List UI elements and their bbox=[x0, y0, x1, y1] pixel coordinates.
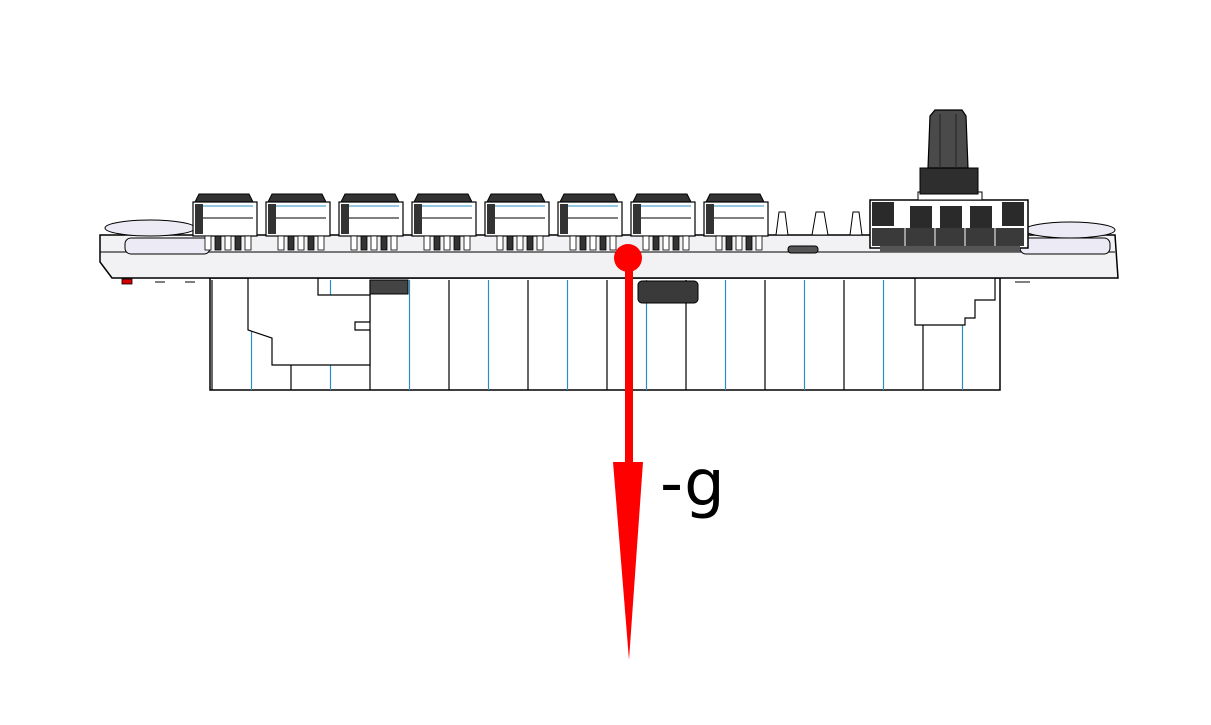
left-dark-block bbox=[369, 279, 409, 295]
stud-1 bbox=[775, 211, 789, 236]
status-led bbox=[121, 278, 133, 285]
center-of-mass-dot bbox=[614, 244, 642, 272]
rotary-knob bbox=[917, 109, 983, 201]
key-switch bbox=[484, 193, 550, 251]
stud-3 bbox=[849, 211, 863, 236]
center-dark-chip bbox=[637, 280, 699, 304]
key-switch bbox=[703, 193, 769, 251]
key-switch bbox=[338, 193, 404, 251]
key-switch bbox=[192, 193, 258, 251]
key-switch bbox=[557, 193, 623, 251]
right-connector-block bbox=[914, 277, 996, 326]
gravity-label: -g bbox=[660, 447, 726, 521]
gravity-arrow bbox=[613, 244, 643, 660]
slide-switch bbox=[869, 199, 1029, 252]
key-switch bbox=[411, 193, 477, 251]
board-slot bbox=[787, 245, 819, 254]
key-switch bbox=[265, 193, 331, 251]
left-connector-block bbox=[247, 277, 371, 366]
chassis-ribs bbox=[211, 280, 964, 390]
lower-chassis bbox=[209, 277, 1001, 391]
key-switch-row bbox=[192, 193, 769, 251]
stud-2 bbox=[811, 211, 829, 236]
key-switch bbox=[630, 193, 696, 251]
left-mounting-pad bbox=[104, 219, 211, 255]
right-mounting-pad bbox=[1019, 221, 1116, 255]
